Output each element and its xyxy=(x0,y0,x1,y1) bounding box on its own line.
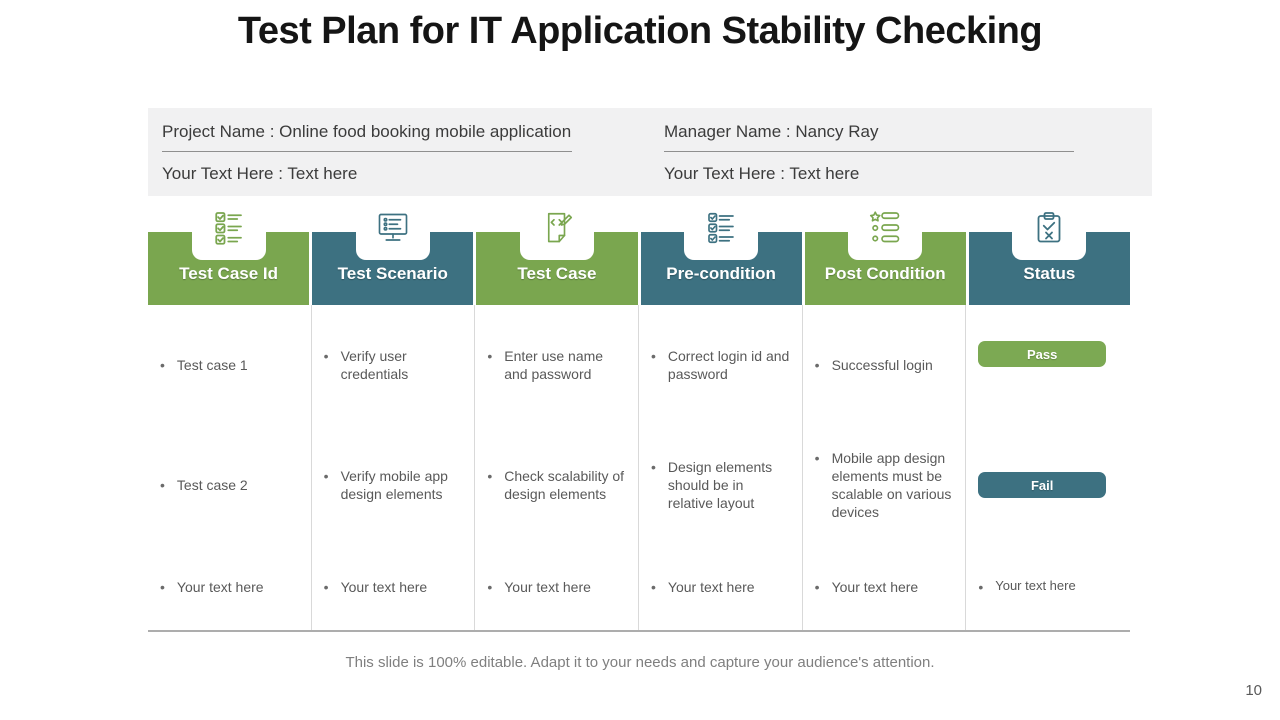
cell-text: Successful login xyxy=(831,356,933,373)
cell-text: Check scalability of design elements xyxy=(504,467,625,502)
cell-test-case: Enter use name and password xyxy=(475,305,639,425)
cell-text: Your text here xyxy=(340,579,428,596)
cell-test-case-id: Your text here xyxy=(148,545,312,630)
page-number: 10 xyxy=(1245,682,1262,699)
cell-text: Verify mobile app design elements xyxy=(340,467,448,502)
status-badge-fail: Fail xyxy=(978,472,1106,498)
status-badge-pass: Pass xyxy=(978,341,1106,367)
cell-test-case: Check scalability of design elements xyxy=(475,425,639,545)
cell-text: Correct login id and password xyxy=(667,347,790,382)
cell-test-case-id: Test case 1 xyxy=(148,305,312,425)
cell-test-scenario: Verify mobile app design elements xyxy=(312,425,476,545)
manager-placeholder-line: Your Text Here : Text here xyxy=(664,164,860,183)
cell-pre-condition: Your text here xyxy=(639,545,803,630)
info-panel: Project Name : Online food booking mobil… xyxy=(148,108,1152,196)
cell-post-condition: Successful login xyxy=(803,305,967,425)
monitor-checklist-icon xyxy=(378,213,408,241)
cell-post-condition: Your text here xyxy=(803,545,967,630)
cell-text: Test case 1 xyxy=(176,356,248,373)
star-bullet-list-icon xyxy=(870,211,900,243)
table-row: Your text here Your text here Your text … xyxy=(148,545,1130,630)
column-header-label: Test Case Id xyxy=(179,264,279,283)
manager-info-block: Manager Name : Nancy Ray Your Text Here … xyxy=(650,108,1152,196)
column-header-label: Test Case xyxy=(517,264,597,283)
column-header-label: Pre-condition xyxy=(666,264,776,283)
cell-status: Your text here xyxy=(966,545,1130,630)
cell-text: Test case 2 xyxy=(176,476,248,493)
column-header-post-condition: Post Condition xyxy=(804,206,966,305)
table-header-row: Test Case Id Test Scenario xyxy=(148,206,1130,305)
cell-status: Fail xyxy=(966,425,1130,545)
cell-text: Your text here xyxy=(831,579,919,596)
column-header-test-case: Test Case xyxy=(476,206,638,305)
header-icon-tab xyxy=(191,206,266,260)
document-edit-icon xyxy=(547,212,572,243)
cell-text: Your text here xyxy=(176,579,264,596)
column-header-label: Post Condition xyxy=(824,264,946,283)
cell-test-scenario: Your text here xyxy=(312,545,476,630)
slide-title: Test Plan for IT Application Stability C… xyxy=(237,10,1043,52)
project-info-block: Project Name : Online food booking mobil… xyxy=(148,108,650,196)
cell-test-scenario: Verify user credentials xyxy=(312,305,476,425)
test-plan-table: Test Case Id Test Scenario xyxy=(148,206,1130,632)
column-header-status: Status xyxy=(968,206,1130,305)
clipboard-check-icon xyxy=(1038,212,1061,243)
cell-text: Your text here xyxy=(667,579,755,596)
cell-text: Verify user credentials xyxy=(340,347,409,382)
column-header-label: Test Scenario xyxy=(337,264,448,283)
header-icon-tab xyxy=(355,206,430,260)
column-header-test-scenario: Test Scenario xyxy=(312,206,474,305)
project-name-line: Project Name : Online food booking mobil… xyxy=(162,122,572,152)
checkbox-list-icon xyxy=(708,212,734,244)
table-row: Test case 2 Verify mobile app design ele… xyxy=(148,425,1130,545)
header-icon-tab xyxy=(519,206,594,260)
manager-name-line: Manager Name : Nancy Ray xyxy=(664,122,1074,152)
cell-pre-condition: Correct login id and password xyxy=(639,305,803,425)
cell-pre-condition: Design elements should be in relative la… xyxy=(639,425,803,545)
cell-test-case-id: Test case 2 xyxy=(148,425,312,545)
header-icon-tab xyxy=(1012,206,1087,260)
footer-note: This slide is 100% editable. Adapt it to… xyxy=(345,654,935,671)
header-icon-tab xyxy=(684,206,759,260)
header-icon-tab xyxy=(848,206,923,260)
cell-text: Your text here xyxy=(504,579,591,596)
table-body: Test case 1 Verify user credentials Ente… xyxy=(148,305,1130,632)
table-row: Test case 1 Verify user credentials Ente… xyxy=(148,305,1130,425)
column-header-label: Status xyxy=(1023,264,1076,283)
cell-text: Your text here xyxy=(995,578,1076,594)
checklist-icon xyxy=(214,212,242,245)
cell-text: Design elements should be in relative la… xyxy=(667,458,773,512)
column-header-test-case-id: Test Case Id xyxy=(148,206,310,305)
cell-text: Mobile app design elements must be scala… xyxy=(831,449,952,521)
cell-text: Enter use name and password xyxy=(504,347,604,382)
cell-post-condition: Mobile app design elements must be scala… xyxy=(803,425,967,545)
column-header-pre-condition: Pre-condition xyxy=(640,206,802,305)
project-placeholder-line: Your Text Here : Text here xyxy=(162,164,358,183)
cell-status: Pass xyxy=(966,305,1130,425)
cell-test-case: Your text here xyxy=(475,545,639,630)
